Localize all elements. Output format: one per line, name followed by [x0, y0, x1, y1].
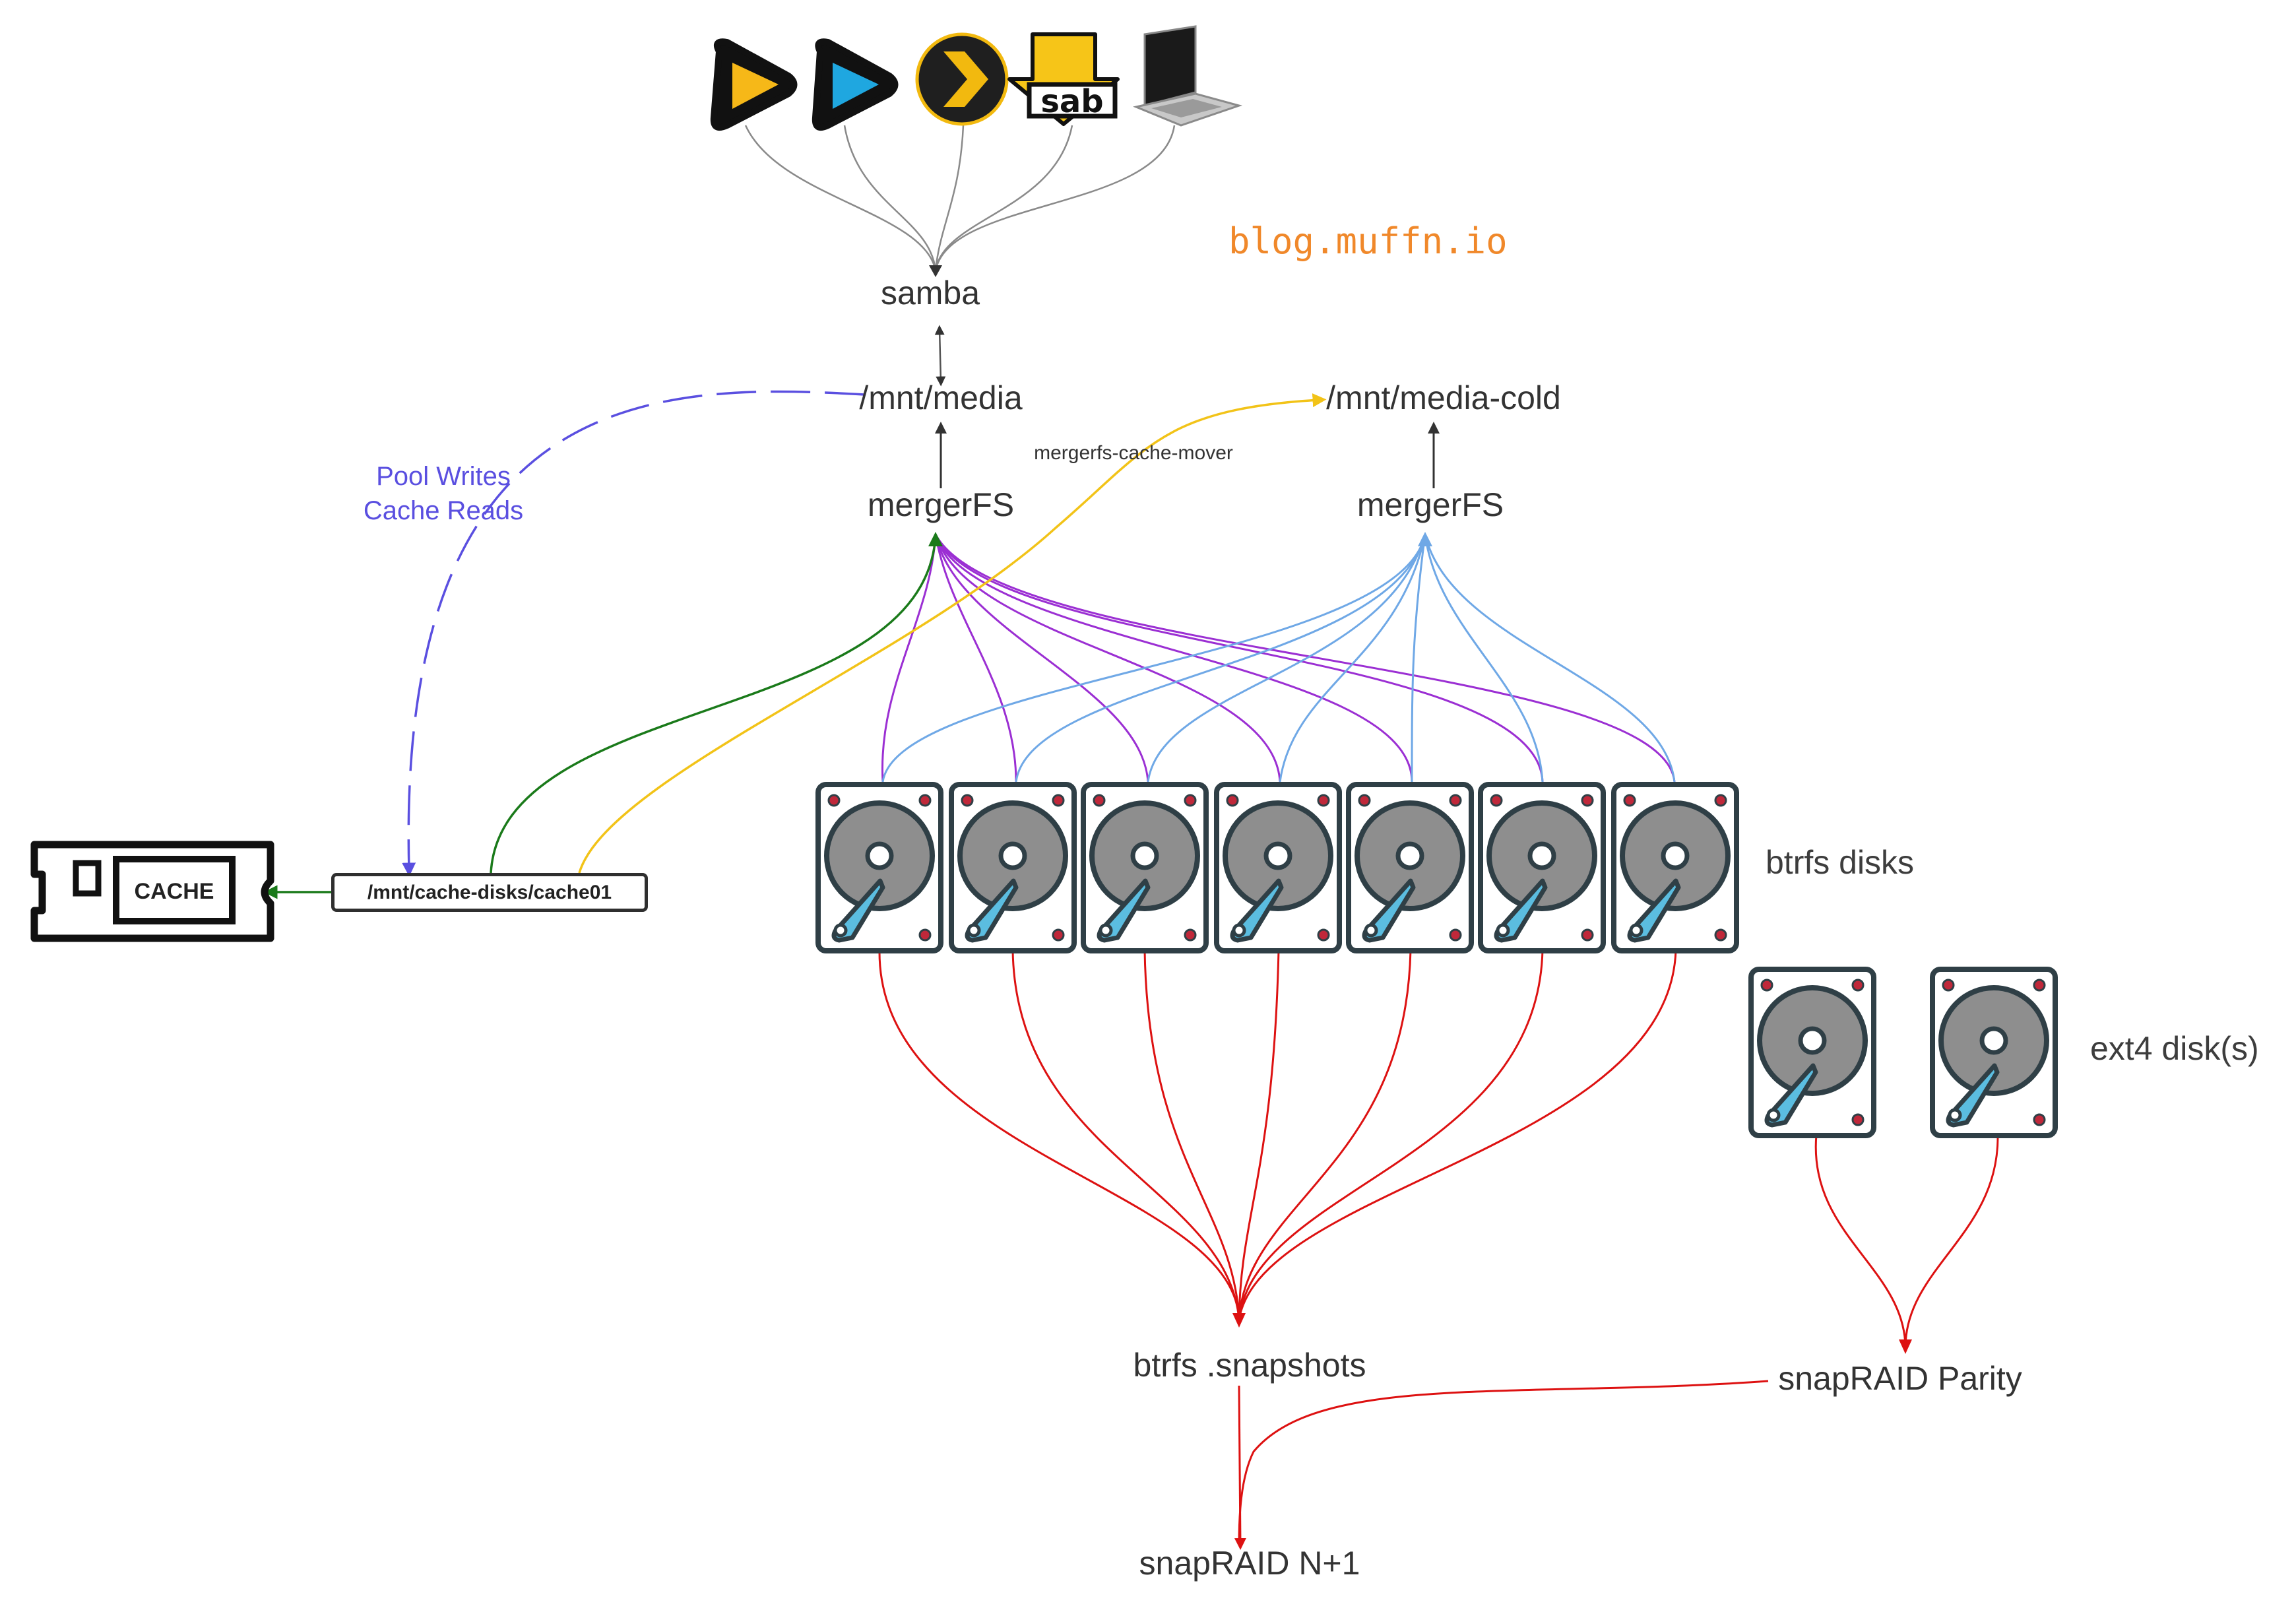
- pool-writes-link: [402, 390, 865, 877]
- btrfs-disk: [1614, 785, 1737, 951]
- btrfs-snapshots-label: btrfs .snapshots: [1133, 1347, 1366, 1384]
- ext4-disk-array: [1751, 969, 2055, 1136]
- ext4-disks-label: ext4 disk(s): [2090, 1030, 2259, 1067]
- cache-card-icon: CACHE: [30, 841, 274, 942]
- btrfs-disk-array: [818, 785, 1737, 951]
- ext4-to-parity-links: [1814, 1134, 1999, 1347]
- cache-reads-label: Cache Reads: [363, 496, 524, 525]
- pool-writes-cache-reads-label: Pool Writes Cache Reads: [364, 459, 523, 528]
- snapraid-parity-label: snapRAID Parity: [1778, 1360, 2022, 1397]
- blog-watermark: blog.muffn.io: [1228, 220, 1508, 262]
- pool-writes-label: Pool Writes: [376, 462, 511, 491]
- samba-label: samba: [880, 274, 980, 311]
- jellyfin-icon: [812, 38, 899, 131]
- btrfs-disk: [951, 785, 1074, 951]
- btrfs-disk: [1349, 785, 1471, 951]
- emby-icon: [710, 38, 798, 131]
- btrfs-disk: [1481, 785, 1603, 951]
- laptop-icon: [1133, 25, 1243, 127]
- plex-icon: [915, 32, 1009, 126]
- snapshots-arrowhead: [1232, 1313, 1246, 1328]
- btrfs-disks-label: btrfs disks: [1766, 844, 1915, 881]
- samba-arrowhead: [929, 265, 942, 277]
- ext4-disk: [1932, 969, 2055, 1136]
- cache-mover-label: mergerfs-cache-mover: [1034, 442, 1233, 464]
- btrfs-disk: [1217, 785, 1339, 951]
- btrfs-disk: [818, 785, 941, 951]
- mergerfs-right-label: mergerFS: [1356, 486, 1504, 523]
- cache-card-label: CACHE: [135, 879, 214, 904]
- ext4-disk: [1751, 969, 1874, 1136]
- client-to-samba-links: [744, 125, 1176, 271]
- snapraid-n1-label: snapRAID N+1: [1139, 1545, 1360, 1582]
- mnt-media-label: /mnt/media: [859, 379, 1023, 416]
- parity-arrowhead: [1899, 1339, 1912, 1354]
- sabnzbd-icon: sab: [1007, 32, 1120, 126]
- cache-to-mergerfs-link: [490, 535, 937, 874]
- mergerfs-right-arrowhead: [1418, 532, 1432, 546]
- parity-to-n1-link: [1238, 1380, 1769, 1545]
- mnt-media-cold-label: /mnt/media-cold: [1326, 379, 1561, 416]
- sabnzbd-icon-text: sab: [1040, 83, 1103, 120]
- btrfs-to-snapshots-links: [878, 950, 1677, 1320]
- cache-disk-path-box: /mnt/cache-disks/cache01: [331, 873, 648, 912]
- cache-mover-link: [578, 393, 1327, 874]
- btrfs-disk: [1083, 785, 1206, 951]
- mergerfs-left-label: mergerFS: [867, 486, 1015, 523]
- btrfs-to-mergerfs-right-links: [881, 534, 1676, 783]
- samba-media-link: [934, 325, 946, 387]
